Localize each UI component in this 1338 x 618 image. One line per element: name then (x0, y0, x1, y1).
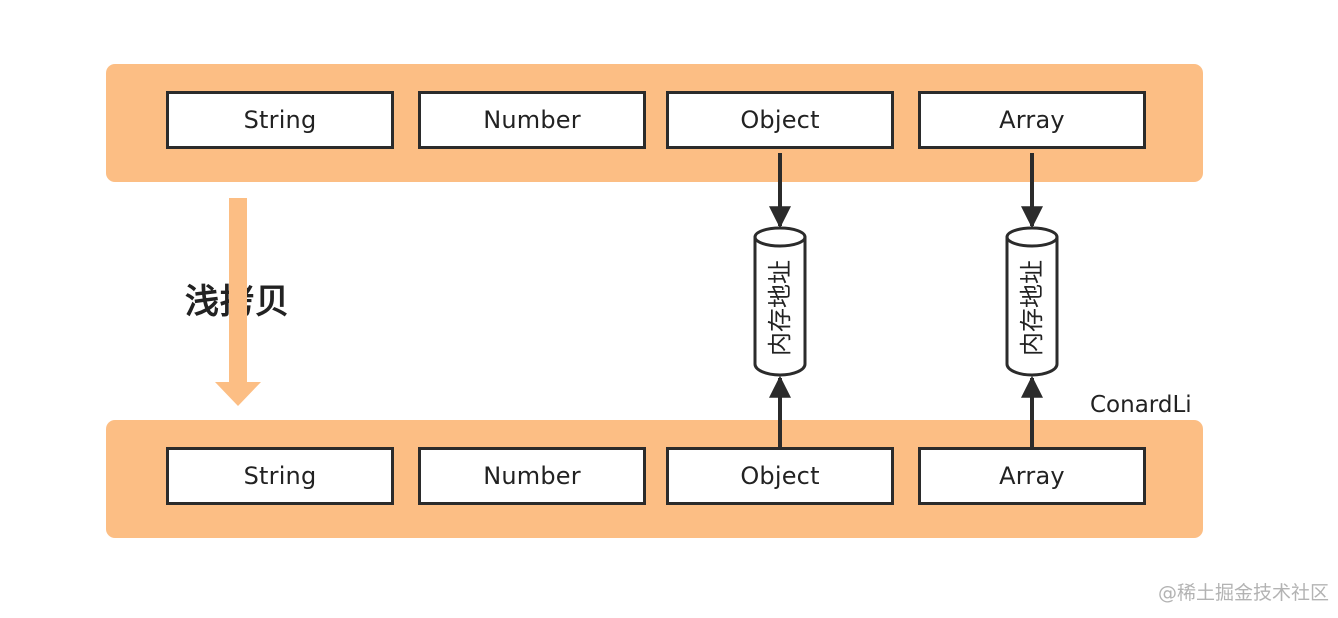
array-memory-address-label: 内存地址 (1018, 260, 1046, 356)
source-string-label: String (243, 106, 317, 134)
copy-number-label: Number (483, 462, 581, 490)
copy-object-label: Object (740, 462, 820, 490)
source-object-box: Object (666, 91, 894, 149)
object-memory-address-cylinder: 内存地址 (753, 226, 807, 377)
author-label: ConardLi (1090, 392, 1192, 418)
copy-array-label: Array (999, 462, 1065, 490)
source-array-box: Array (918, 91, 1146, 149)
copy-string-box: String (166, 447, 394, 505)
source-number-box: Number (418, 91, 646, 149)
object-memory-address-label: 内存地址 (766, 260, 794, 356)
source-object-label: Object (740, 106, 820, 134)
copy-object-box: Object (666, 447, 894, 505)
source-string-box: String (166, 91, 394, 149)
shallow-copy-arrow (215, 198, 261, 406)
array-memory-address-cylinder: 内存地址 (1005, 226, 1059, 377)
copy-string-label: String (243, 462, 317, 490)
source-array-label: Array (999, 106, 1065, 134)
copy-array-box: Array (918, 447, 1146, 505)
copy-number-box: Number (418, 447, 646, 505)
watermark-text: @稀土掘金技术社区 (1158, 582, 1330, 604)
source-number-label: Number (483, 106, 581, 134)
